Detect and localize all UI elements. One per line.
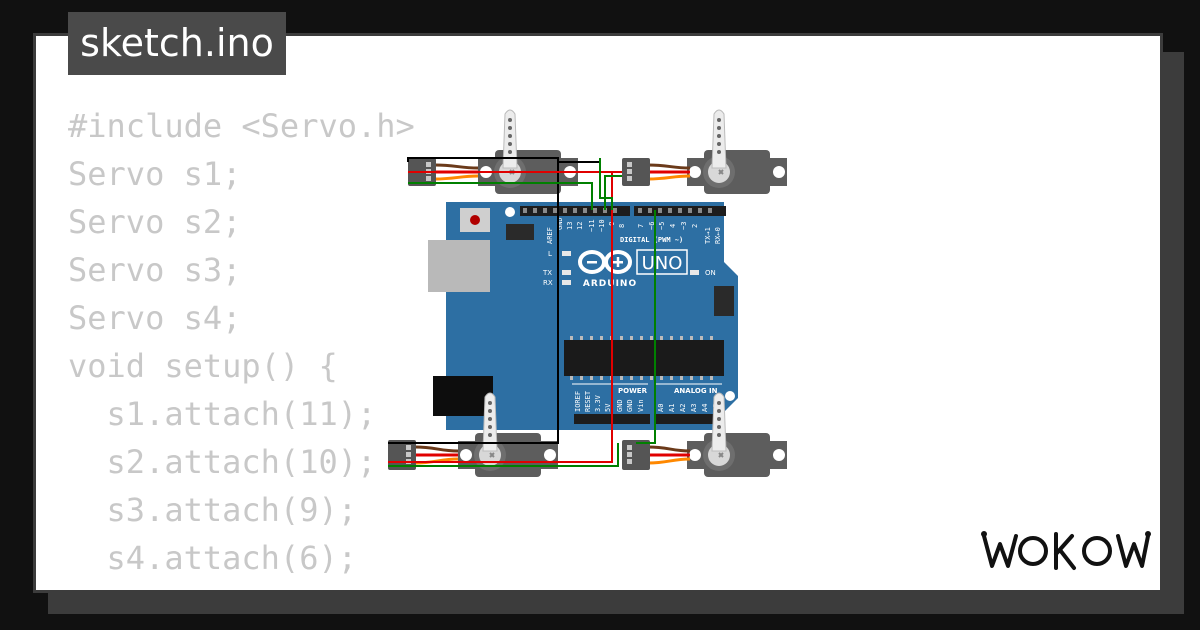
pin-5v-label: 5V <box>604 403 612 412</box>
code-line: s4.attach(6); <box>68 539 357 577</box>
servo-motor-icon[interactable] <box>477 109 579 195</box>
pin-tx-label: TX→1 <box>704 227 712 244</box>
code-line: Servo s2; <box>68 203 242 241</box>
pin-11-label: ~11 <box>588 219 596 232</box>
pin-reset-label: RESET <box>584 390 592 412</box>
pin-vin-label: Vin <box>637 399 645 412</box>
pin-3v3-label: 3.3V <box>594 394 602 412</box>
pin-10-label: ~10 <box>598 219 606 232</box>
reset-button <box>470 215 480 225</box>
led-l <box>562 251 571 256</box>
board-model-label: UNO <box>642 253 683 274</box>
arduino-infinity-logo-icon <box>578 250 632 274</box>
pin-a3-label: A3 <box>690 404 698 412</box>
pin-6-label: ~6 <box>648 222 656 230</box>
microcontroller-chip <box>564 340 724 376</box>
board-brand-label: ARDUINO <box>583 279 637 289</box>
led-tx-label: TX <box>542 269 552 277</box>
file-tab[interactable]: sketch.ino <box>68 12 286 75</box>
pin-3-label: ~3 <box>680 222 688 230</box>
led-on <box>690 270 699 275</box>
pin-ioref-label: IOREF <box>574 391 582 412</box>
servo-motor-icon[interactable] <box>686 109 788 195</box>
pin-12-label: 12 <box>576 222 584 230</box>
wokwi-logo-icon <box>981 531 1151 570</box>
code-line: s3.attach(9); <box>68 491 357 529</box>
code-line: Servo s4; <box>68 299 242 337</box>
code-line: s1.attach(11); <box>68 395 377 433</box>
pin-2-label: 2 <box>691 224 699 228</box>
power-jack <box>433 376 493 416</box>
arduino-uno-board[interactable]: AREF GND 13 12 ~11 ~10 ~9 8 7 ~6 ~5 4 ~3… <box>428 202 738 430</box>
pin-7-label: 7 <box>637 224 645 228</box>
power-header-label: POWER <box>618 387 648 395</box>
gnd-label: GND <box>556 217 564 230</box>
led-rx-label: RX <box>543 279 553 287</box>
code-preview: #include <Servo.h> Servo s1; Servo s2; Serv… <box>68 102 415 582</box>
led-tx <box>562 270 571 275</box>
pin-rx-label: RX←0 <box>714 227 722 244</box>
code-line: Servo s3; <box>68 251 242 289</box>
code-line: void setup() { <box>68 347 338 385</box>
pin-4-label: 4 <box>669 224 677 228</box>
pin-a2-label: A2 <box>679 404 687 412</box>
code-line: Servo s1; <box>68 155 242 193</box>
wiring <box>388 157 656 467</box>
pin-gnd2-label: GND <box>626 399 634 412</box>
circuit-diagram: AREF GND 13 12 ~11 ~10 ~9 8 7 ~6 ~5 4 ~3… <box>388 109 788 478</box>
pin-5-label: ~5 <box>658 222 666 230</box>
code-line: #include <Servo.h> <box>68 107 415 145</box>
usb-port <box>428 240 490 292</box>
pin-a0-label: A0 <box>657 404 665 412</box>
pin-8-label: 8 <box>618 224 626 228</box>
code-line: s2.attach(10); <box>68 443 377 481</box>
led-on-label: ON <box>705 269 716 277</box>
pin-gnd1-label: GND <box>616 399 624 412</box>
pin-13-label: 13 <box>566 222 574 230</box>
led-rx <box>562 280 571 285</box>
aref-label: AREF <box>546 227 554 244</box>
pin-a1-label: A1 <box>668 404 676 412</box>
pin-a4-label: A4 <box>701 404 709 412</box>
analog-header-label: ANALOG IN <box>674 387 718 395</box>
digital-header-label: DIGITAL (PWM ~) <box>620 236 683 244</box>
led-l-label: L <box>548 250 552 258</box>
